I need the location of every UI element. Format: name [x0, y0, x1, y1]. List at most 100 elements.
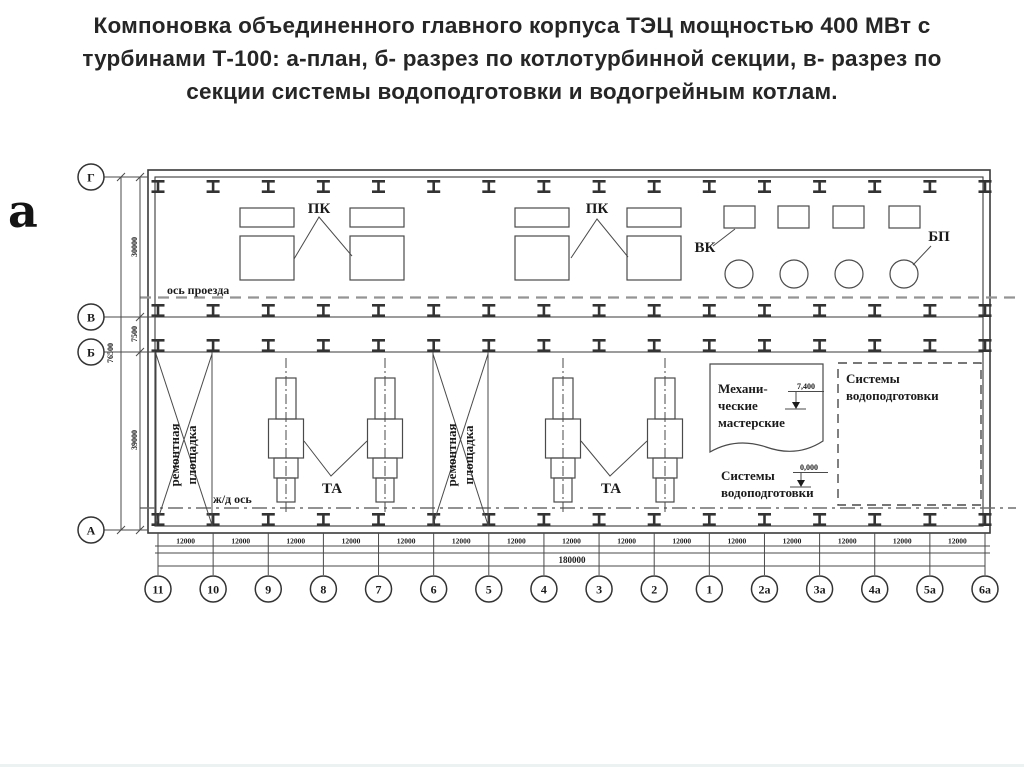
workshop-outline [709, 363, 824, 454]
column-axis-circle [640, 575, 668, 603]
i-beam-column [316, 513, 330, 526]
bay-dimension-label: 12000 [617, 537, 636, 546]
i-beam-column [813, 339, 827, 352]
i-beam-column [647, 180, 661, 193]
repair-platform-label: ремонтная [444, 423, 459, 486]
bay-dimension-label: 12000 [783, 537, 802, 546]
i-beam-column [537, 180, 551, 193]
i-beam-column [316, 180, 330, 193]
column-axis-label: 6 [431, 583, 437, 597]
column-axis-label: 10 [207, 583, 219, 597]
repair-cross-line [432, 353, 489, 526]
i-beam-column [758, 339, 771, 352]
boiler-rect-large [239, 235, 295, 281]
vk-rect [777, 205, 810, 229]
dim-total-height: 76500 [106, 343, 115, 363]
i-beam-column [261, 513, 275, 526]
i-beam-column [868, 339, 882, 352]
bp-leader [912, 245, 932, 266]
column-axis-circle [860, 575, 889, 603]
bay-dimension-label: 12000 [562, 537, 581, 546]
road-axis-label: ось проезда [167, 283, 229, 297]
column-axis-label: 2а [758, 583, 770, 597]
repair-cross-line [155, 353, 213, 526]
column-axis-circle [254, 575, 283, 603]
title-line-1: Компоновка объединенного главного корпус… [93, 13, 931, 38]
i-beam-column [813, 180, 827, 193]
i-beam-column [702, 180, 716, 193]
row-axis-circle [77, 338, 105, 366]
peak-boiler-circle [834, 259, 864, 289]
i-beam-column [206, 180, 220, 193]
bay-dimension-label: 12000 [948, 537, 967, 546]
dashed-box [837, 362, 982, 506]
boiler-rect-small [239, 207, 295, 228]
elevation-0000-value: 0,000 [800, 463, 818, 472]
elevation-arrow [792, 402, 800, 409]
water-boiler-units [723, 205, 921, 289]
water-boiler-labels: ВК БП [695, 228, 950, 266]
turbine-casing-rect [655, 477, 675, 503]
boiler-rect-small [626, 207, 682, 228]
i-beam-column [427, 180, 441, 193]
i-beam-column [758, 180, 771, 193]
ta-label-1: ТА [322, 481, 342, 497]
dim-span-b-a: 39000 [130, 430, 139, 450]
elevation-7400-value: 7,400 [797, 382, 815, 391]
boiler-rect-large [514, 235, 570, 281]
bottom-dimensions: 180000 [155, 545, 990, 567]
row-axis-label: Б [87, 346, 95, 360]
i-beam-column [868, 304, 882, 317]
column-axis-circle [309, 575, 338, 603]
pk-label-2: ПК [586, 201, 609, 217]
ta-leader-1 [303, 440, 368, 477]
i-beam-column [151, 339, 165, 352]
row-axis-label: А [87, 524, 96, 538]
i-beam-column [427, 339, 441, 352]
i-beam-column [647, 304, 661, 317]
column-axis-label: 6а [979, 583, 991, 597]
column-axis-circle [585, 575, 613, 603]
turbine-casing-rect [375, 477, 395, 503]
i-beam-column [702, 339, 716, 352]
i-beam-column [592, 180, 606, 193]
column-axis-label: 11 [152, 583, 163, 597]
column-axis-label: 9 [265, 583, 271, 597]
slide-footer-strip [0, 764, 1024, 767]
dim-span-g-v: 30000 [130, 237, 139, 257]
bay-dimension-label: 12000 [672, 537, 691, 546]
column-axis-label: 5 [486, 583, 492, 597]
i-beam-column [372, 180, 385, 193]
row-axis-markers: Г В Б А [77, 163, 155, 544]
row-axis-label: Г [87, 171, 95, 185]
turbine-labels: ТА ТА [303, 440, 648, 497]
column-axis-circle [971, 575, 999, 603]
i-beam-column [482, 180, 496, 193]
steam-boiler-labels: ПК ПК [293, 201, 629, 260]
column-axis-label: 5а [924, 583, 936, 597]
water-treatment-dashed-section: Системы водоподготовки [837, 362, 982, 506]
pk-leader-2 [570, 218, 629, 259]
water-treatment-area: Системы водоподготовки 0,000 [721, 463, 828, 500]
column-axis-circle [364, 575, 393, 603]
peak-boiler-circle [779, 259, 809, 289]
title-line-2: турбинами Т-100: а-план, б- разрез по ко… [82, 46, 942, 71]
i-beam-column [592, 304, 606, 317]
turbine-casing-rect [553, 477, 573, 503]
row-axis-label: В [87, 311, 95, 325]
workshop-label-1: Механи- [718, 381, 768, 396]
row-axis-circle [77, 163, 105, 191]
dim-span-v-b: 7500 [130, 326, 139, 342]
column-axis-circle [805, 575, 834, 603]
vk-rect [888, 205, 921, 229]
peak-boiler-circle [889, 259, 919, 289]
column-axis-label: 8 [320, 583, 326, 597]
i-beam-column [702, 513, 716, 526]
column-axis-label: 4а [869, 583, 881, 597]
title-line-3: секции системы водоподготовки и водогрей… [186, 79, 838, 104]
rail-axis-label: ж/д ось [213, 492, 252, 506]
i-beam-column [923, 339, 937, 352]
